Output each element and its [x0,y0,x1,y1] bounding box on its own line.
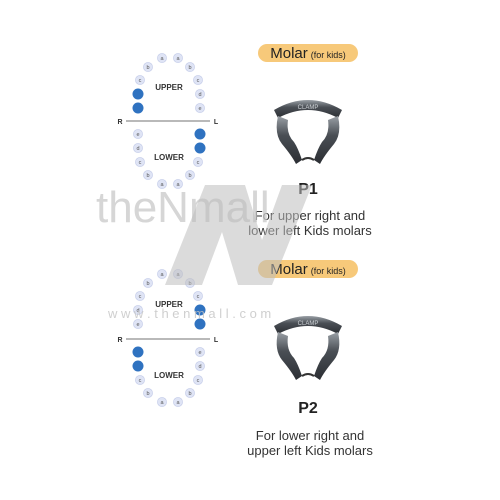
lower-label: LOWER [154,371,184,380]
tooth-upper-right-d [133,305,143,315]
tooth-upper-right-e [133,319,143,329]
badge-main: Molar [270,260,308,278]
badge-main: Molar [270,44,308,62]
tooth-letter: a [160,56,164,62]
tooth-letter: d [198,364,201,370]
tooth-lower-left-e [195,347,205,357]
lower-label: LOWER [154,153,184,162]
tooth-letter: b [146,173,149,179]
right-label: R [117,119,122,126]
tooth-lower-right-a [157,179,167,189]
clamp-code: P1 [298,181,318,198]
clamp-engraving: CLAMP [298,105,319,111]
tooth-letter: a [160,400,164,406]
tooth-letter: b [146,391,149,397]
clamp-description: For upper right and lower left Kids mola… [200,208,420,238]
tooth-lower-left-c [193,157,203,167]
tooth-letter: c [139,78,142,84]
tooth-letter: b [146,281,149,287]
desc-line-1: For upper right and [254,208,366,223]
desc-line-1: For lower right and [255,428,365,443]
tooth-lower-right-c [135,375,145,385]
clamp-image-p1: CLAMP [274,100,342,164]
clamp-description: For lower right and upper left Kids mola… [200,428,420,458]
badge-sub: (for kids) [310,49,346,60]
tooth-letter: e [198,350,201,356]
tooth-upper-left-d [194,304,206,316]
desc-line-2: upper left Kids molars [247,443,373,458]
tooth-letter: d [136,146,139,152]
tooth-letter: d [198,92,201,98]
tooth-letter: a [160,272,164,278]
clamp-image-p2: CLAMP [274,316,342,380]
tooth-upper-right-a [157,53,167,63]
tooth-letter: b [146,65,149,71]
tooth-letter: b [188,391,191,397]
molar-badge: Molar (for kids) [258,44,358,62]
molar-badge: Molar (for kids) [258,260,358,278]
tooth-lower-right-c [135,157,145,167]
clamp-engraving: CLAMP [298,321,319,327]
tooth-upper-left-e [195,103,205,113]
tooth-lower-left-c [193,375,203,385]
left-label: L [214,119,219,126]
tooth-upper-left-c [193,75,203,85]
left-label: L [214,337,219,344]
tooth-lower-right-a [157,397,167,407]
tooth-lower-left-e [194,128,206,140]
tooth-letter: c [139,378,142,384]
tooth-lower-right-e [132,346,144,358]
tooth-upper-left-a [173,53,183,63]
tooth-letter: a [176,56,180,62]
tooth-letter: c [139,160,142,166]
tooth-letter: a [176,400,180,406]
tooth-upper-right-b [143,62,153,72]
upper-label: UPPER [155,83,183,92]
tooth-letter: b [188,281,191,287]
tooth-letter: e [136,322,139,328]
tooth-upper-right-c [135,291,145,301]
tooth-upper-left-d [195,89,205,99]
tooth-upper-left-b [185,62,195,72]
tooth-letter: b [188,65,191,71]
tooth-lower-left-d [195,361,205,371]
tooth-letter: e [198,106,201,112]
tooth-upper-right-b [143,278,153,288]
badge-sub: (for kids) [310,265,346,276]
clamp-code: P2 [298,400,318,417]
tooth-letter: d [136,308,139,314]
tooth-lower-right-b [143,170,153,180]
tooth-lower-right-b [143,388,153,398]
tooth-lower-left-b [185,388,195,398]
upper-label: UPPER [155,300,183,309]
tooth-upper-right-e [132,102,144,114]
tooth-lower-left-a [173,397,183,407]
tooth-letter: c [197,78,200,84]
tooth-upper-left-e [194,318,206,330]
tooth-letter: e [136,132,139,138]
tooth-letter: b [188,173,191,179]
tooth-lower-right-d [132,360,144,372]
right-label: R [117,337,122,344]
tooth-upper-right-d [132,88,144,100]
tooth-letter: c [139,294,142,300]
tooth-letter: a [160,182,164,188]
tooth-upper-right-c [135,75,145,85]
tooth-letter: c [197,294,200,300]
tooth-lower-right-d [133,143,143,153]
tooth-lower-right-e [133,129,143,139]
tooth-upper-left-c [193,291,203,301]
tooth-lower-left-b [185,170,195,180]
desc-line-2: lower left Kids molars [248,223,372,238]
tooth-letter: c [197,378,200,384]
tooth-letter: c [197,160,200,166]
tooth-lower-left-d [194,142,206,154]
